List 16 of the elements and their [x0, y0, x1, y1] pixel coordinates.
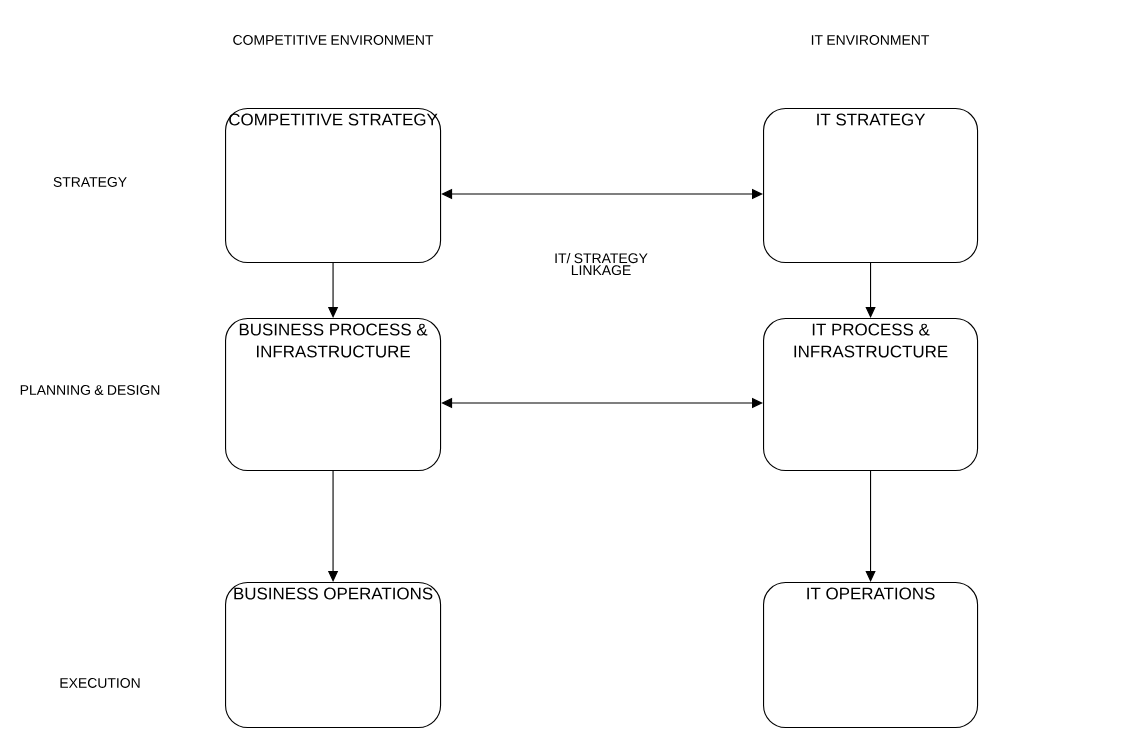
arrow: [441, 397, 763, 409]
row-label: STRATEGY: [53, 177, 127, 187]
column-heading: COMPETITIVE ENVIRONMENT: [233, 35, 434, 45]
process-box: BUSINESS PROCESS & INFRASTRUCTURE: [225, 318, 442, 472]
edge-label: IT/ STRATEGY LINKAGE: [555, 252, 648, 276]
column-heading: IT ENVIRONMENT: [811, 35, 930, 45]
process-box: IT PROCESS & INFRASTRUCTURE: [763, 318, 979, 472]
row-label: EXECUTION: [60, 678, 140, 688]
process-box: IT STRATEGY: [763, 108, 979, 264]
arrow: [441, 188, 763, 200]
process-box: COMPETITIVE STRATEGY: [225, 108, 442, 264]
process-box: IT OPERATIONS: [763, 582, 979, 729]
process-box: BUSINESS OPERATIONS: [225, 582, 442, 729]
row-label: PLANNING & DESIGN: [20, 385, 160, 395]
arrow: [865, 470, 876, 582]
arrow: [865, 262, 876, 318]
